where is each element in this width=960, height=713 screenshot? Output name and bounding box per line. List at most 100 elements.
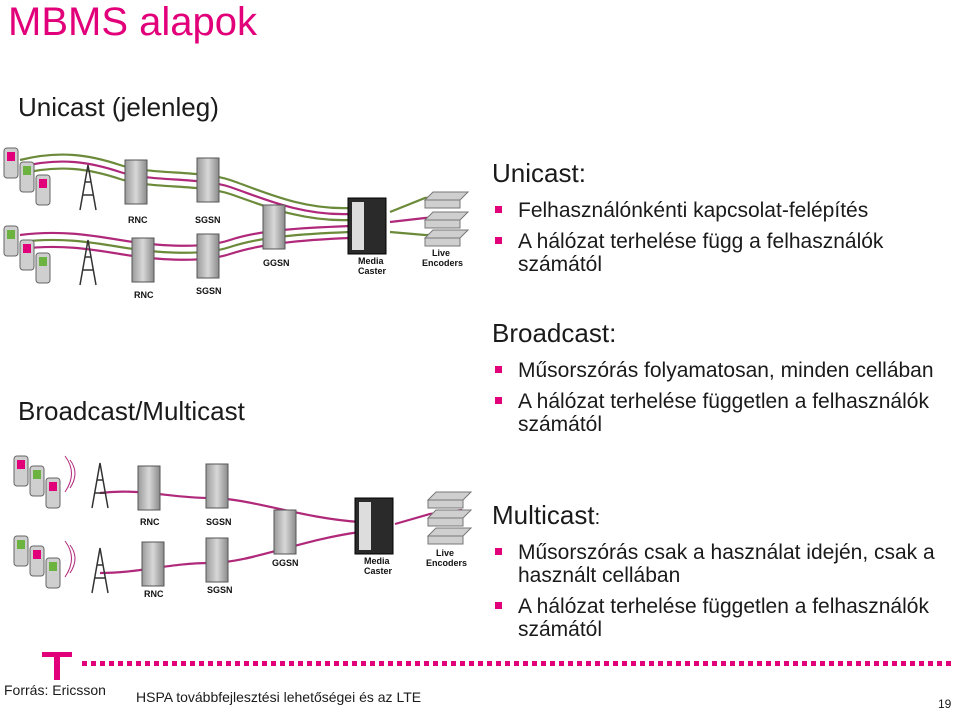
footer-dot — [235, 661, 240, 666]
footer-dot — [685, 661, 690, 666]
footer-dot — [838, 661, 843, 666]
footer-dot — [712, 661, 717, 666]
footer-dot — [694, 661, 699, 666]
footer-dot — [793, 661, 798, 666]
footer-dot — [514, 661, 519, 666]
footer-dot — [640, 661, 645, 666]
unicast-link-line — [19, 160, 351, 216]
footer-dot — [577, 661, 582, 666]
unicast-link-line — [19, 230, 351, 254]
sgsn-server-icon — [196, 233, 220, 279]
footer-dot — [631, 661, 636, 666]
ggsn-server-icon — [273, 509, 297, 555]
broadcast-heading: Broadcast: — [492, 318, 617, 348]
bullet-text: Műsorszórás folyamatosan, minden cellába… — [518, 359, 934, 382]
footer-dotted-divider — [82, 661, 951, 666]
broadcast-description: Broadcast: Műsorszórás folyamatosan, min… — [492, 318, 952, 444]
footer-dot — [586, 661, 591, 666]
bullet-icon — [495, 206, 502, 213]
footer-dot — [820, 661, 825, 666]
rnc-server-icon — [137, 465, 161, 511]
footer-dot — [505, 661, 510, 666]
footer-dot — [208, 661, 213, 666]
footer-presentation-title: HSPA továbbfejlesztési lehetőségei és az… — [136, 689, 422, 705]
live-encoders-icon — [423, 191, 470, 247]
footer-dot — [550, 661, 555, 666]
rnc-label: RNC — [128, 215, 148, 225]
bullet-icon — [495, 237, 502, 244]
footer-dot — [415, 661, 420, 666]
media-caster-icon — [354, 497, 394, 555]
bullet-icon — [495, 397, 502, 404]
ggsn-label: GGSN — [272, 558, 299, 568]
footer-dot — [280, 661, 285, 666]
bullet-icon — [495, 602, 502, 609]
footer-dot — [946, 661, 951, 666]
mobile-phone-icon — [3, 147, 51, 284]
sgsn-server-icon — [205, 463, 229, 509]
sgsn-server-icon — [205, 537, 229, 583]
bullet-item: A hálózat terhelése függ a felhasználók … — [492, 230, 952, 276]
sgsn-label: SGSN — [206, 517, 232, 527]
live-encoders-label: Live — [432, 248, 450, 258]
footer-dot — [532, 661, 537, 666]
media-caster-label: Caster — [358, 266, 387, 276]
footer-dot — [181, 661, 186, 666]
media-caster-icon — [347, 197, 387, 255]
footer-dot — [361, 661, 366, 666]
footer-dot — [136, 661, 141, 666]
footer-dot — [370, 661, 375, 666]
footer-dot — [145, 661, 150, 666]
footer-dot — [811, 661, 816, 666]
footer-dot — [406, 661, 411, 666]
footer-dot — [748, 661, 753, 666]
footer-dot — [334, 661, 339, 666]
footer-dot — [703, 661, 708, 666]
media-caster-label: Caster — [364, 566, 393, 576]
footer-dot — [730, 661, 735, 666]
unicast-heading: Unicast: — [492, 158, 586, 188]
broadcast-multicast-network-diagram: RNC SGSN RNC SGSN GGSN Media Caster Live… — [13, 455, 473, 599]
ggsn-label: GGSN — [263, 258, 290, 268]
footer-dot — [379, 661, 384, 666]
footer-dot — [253, 661, 258, 666]
bullet-text: A hálózat terhelése független a felhaszn… — [518, 595, 929, 641]
footer-dot — [82, 661, 87, 666]
unicast-link-line — [19, 236, 351, 261]
footer-dot — [487, 661, 492, 666]
footer-dot — [388, 661, 393, 666]
bullet-text: A hálózat terhelése függ a felhasználók … — [518, 230, 884, 276]
footer-dot — [523, 661, 528, 666]
footer-dot — [901, 661, 906, 666]
footer-dot — [478, 661, 483, 666]
footer-dot — [154, 661, 159, 666]
footer-dot — [784, 661, 789, 666]
footer-dot — [613, 661, 618, 666]
unicast-description: Unicast: Felhasználónkénti kapcsolat-fel… — [492, 158, 952, 284]
bullet-item: A hálózat terhelése független a felhaszn… — [492, 390, 952, 436]
rnc-server-icon — [131, 237, 155, 283]
footer-dot — [91, 661, 96, 666]
media-caster-label: Media — [358, 256, 385, 266]
footer-dot — [307, 661, 312, 666]
footer-dot — [775, 661, 780, 666]
footer-dot — [919, 661, 924, 666]
multicast-description: Multicast: Műsorszórás csak a használat … — [492, 500, 952, 649]
footer-dot — [226, 661, 231, 666]
footer-dot — [172, 661, 177, 666]
multicast-link-line — [99, 530, 361, 575]
multicast-heading: Multicast: — [492, 500, 952, 531]
footer-dot — [271, 661, 276, 666]
rnc-label: RNC — [144, 589, 164, 599]
page-number: 19 — [938, 697, 952, 711]
footer-dot — [595, 661, 600, 666]
bullet-item: Felhasználónkénti kapcsolat-felépítés — [492, 199, 952, 222]
footer-dot — [469, 661, 474, 666]
footer-dot — [676, 661, 681, 666]
bullet-item: A hálózat terhelése független a felhaszn… — [492, 595, 952, 641]
cell-tower-icon — [91, 462, 109, 594]
footer-dot — [910, 661, 915, 666]
footer-dot — [658, 661, 663, 666]
bullet-text: A hálózat terhelése független a felhaszn… — [518, 390, 929, 436]
media-caster-label: Media — [364, 556, 391, 566]
